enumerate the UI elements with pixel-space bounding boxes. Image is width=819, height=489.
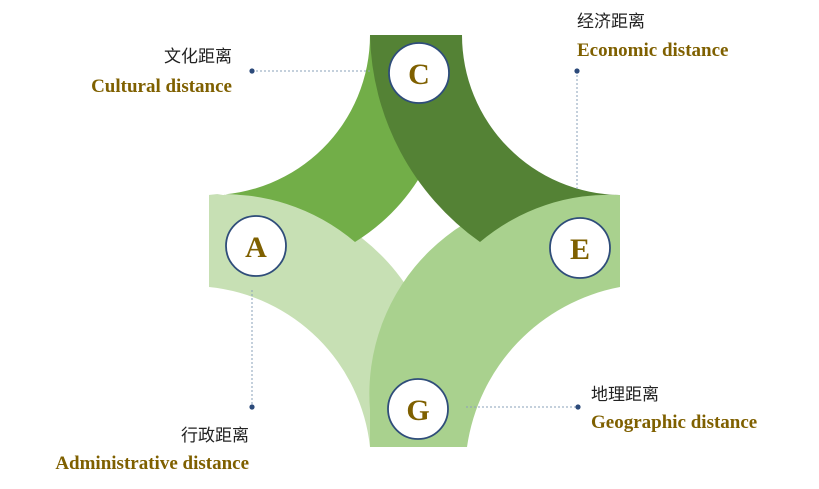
cultural-petal [209, 35, 418, 242]
node-a-letter: A [245, 231, 267, 264]
node-e-letter: E [570, 233, 590, 266]
cultural-label-en: Cultural distance [91, 76, 232, 97]
economic-label-en: Economic distance [577, 40, 728, 61]
administrative-label-cn: 行政距离 [181, 426, 249, 446]
economic-leader-dot [574, 68, 580, 74]
node-e: E [549, 217, 611, 279]
cultural-leader-dot [249, 68, 255, 74]
node-c-letter: C [408, 58, 430, 91]
economic-label-cn: 经济距离 [577, 12, 645, 32]
node-g-letter: G [406, 394, 429, 427]
administrative-leader-dot [249, 404, 255, 410]
node-g: G [387, 378, 449, 440]
geographic-label-en: Geographic distance [591, 412, 757, 433]
node-a: A [225, 215, 287, 277]
node-c: C [388, 42, 450, 104]
cultural-label-cn: 文化距离 [164, 47, 232, 67]
geographic-label-cn: 地理距离 [591, 385, 659, 405]
administrative-label-en: Administrative distance [55, 453, 249, 474]
geographic-leader-dot [575, 404, 581, 410]
